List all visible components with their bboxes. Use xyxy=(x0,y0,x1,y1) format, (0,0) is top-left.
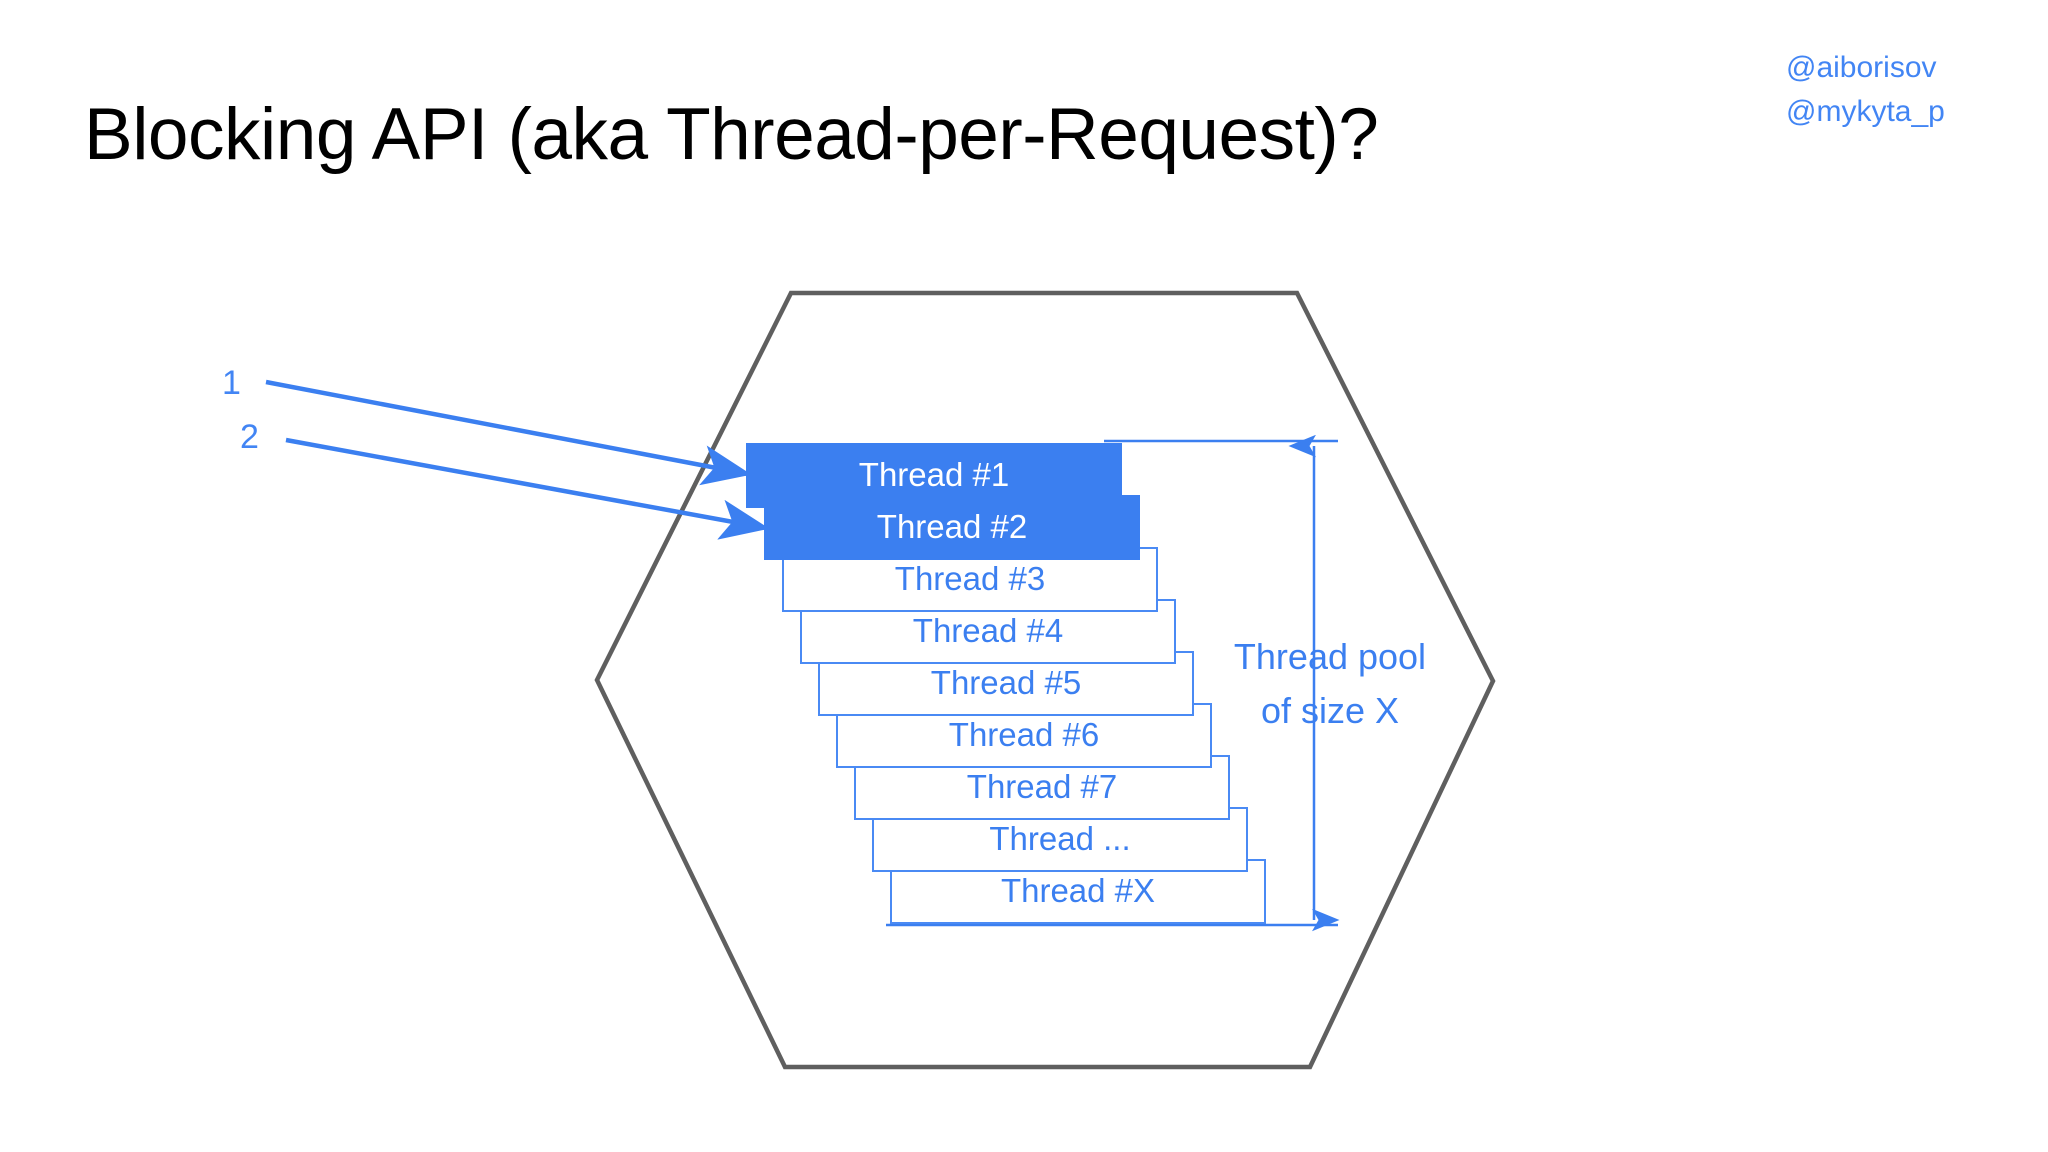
thread-card-label: Thread #5 xyxy=(930,664,1082,701)
thread-pool-caption-line1: Thread pool xyxy=(1233,636,1427,677)
thread-card-label: Thread #4 xyxy=(912,612,1064,649)
thread-card-label: Thread ... xyxy=(989,820,1131,857)
request-number-2: 2 xyxy=(240,418,259,456)
thread-pool-caption: Thread pool of size X xyxy=(1215,630,1445,738)
request-arrow-2 xyxy=(285,437,770,540)
thread-card-label: Thread #7 xyxy=(966,768,1118,805)
thread-card-label: Thread #6 xyxy=(948,716,1100,753)
thread-card-label: Thread #1 xyxy=(858,456,1010,493)
thread-card-label: Thread #X xyxy=(1000,872,1156,909)
request-number-1: 1 xyxy=(222,364,241,402)
author-handles: @aiborisov @mykyta_p xyxy=(1786,46,2016,133)
handle-secondary: @mykyta_p xyxy=(1786,94,1945,128)
thread-card-label: Thread #2 xyxy=(876,508,1028,545)
thread-card-label: Thread #3 xyxy=(894,560,1046,597)
thread-card-1[interactable]: Thread #1 xyxy=(746,443,1122,508)
page-title: Blocking API (aka Thread-per-Request)? xyxy=(84,94,1379,175)
request-arrow-1 xyxy=(265,379,752,486)
thread-pool-caption-line2: of size X xyxy=(1260,690,1400,731)
handle-primary: @aiborisov xyxy=(1786,51,1937,84)
